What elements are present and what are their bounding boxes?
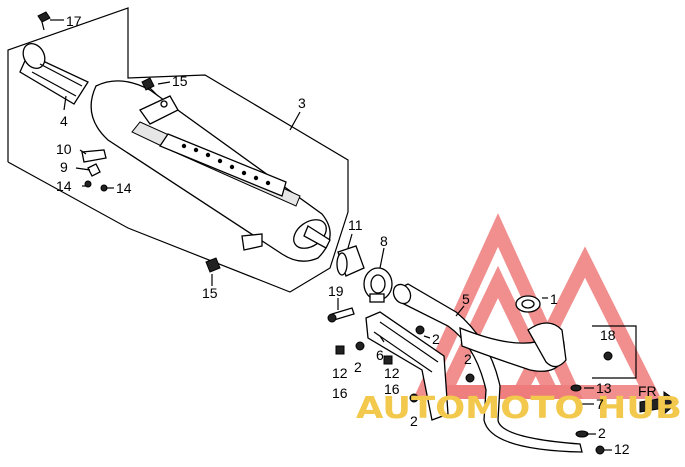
callout-12-b: 12 [384,365,400,381]
callout-2-d: 2 [410,413,418,429]
bolt-19 [327,307,355,323]
callout-4: 4 [60,113,68,129]
callout-16-b: 16 [384,381,400,397]
bolt-17 [37,11,51,31]
washer-2-b [355,341,365,351]
callout-2-b: 2 [354,359,362,375]
nut-2-a [415,325,425,335]
callout-13: 13 [596,380,612,396]
callout-17: 17 [66,13,82,29]
muffler-body [90,80,331,262]
exhaust-pipe-5 [392,283,583,453]
callout-19: 19 [328,283,344,299]
nut-12-a [335,345,345,355]
callout-5: 5 [462,291,470,307]
callout-3: 3 [298,95,306,111]
callout-2-a: 2 [432,331,440,347]
screw-14-left [84,180,92,188]
gasket-1 [515,295,541,313]
heat-shield-6 [365,311,449,421]
bolt-12-c [595,445,605,455]
nut-12-b [383,355,393,365]
callout-10: 10 [56,141,72,157]
bracket-10 [81,149,107,163]
callout-12-c: 12 [614,441,630,457]
inset-box-18 [592,325,637,379]
callout-6: 6 [376,347,384,363]
callout-14-left: 14 [56,178,72,194]
leader-lines [50,19,612,451]
front-arrow-label: FR [638,383,657,399]
callout-9: 9 [60,159,68,175]
callout-15-upper: 15 [172,73,188,89]
bolt-15-upper [141,77,159,97]
callout-8: 8 [380,233,388,249]
clip-9 [87,163,101,177]
callout-18: 18 [600,327,616,343]
watermark-text: AUTOMOTO HUB [356,391,682,426]
collar-11 [336,245,365,277]
callout-1: 1 [550,291,558,307]
front-arrow: FR [638,383,679,416]
callout-2-e: 2 [598,425,606,441]
callout-2-c: 2 [464,351,472,367]
callout-16-a: 16 [332,385,348,401]
nut-2-d [409,393,419,403]
washer-13 [570,384,582,392]
callout-7: 7 [596,396,604,412]
nut-2-c [465,373,475,383]
callout-12-a: 12 [332,365,348,381]
tailpipe-insert [19,43,89,105]
callout-labels: 17 15 3 4 10 9 14 14 11 8 15 19 5 1 2 2 … [56,13,630,457]
muffler-frame [7,7,349,293]
clamp-8 [363,267,393,303]
callout-14-right: 14 [116,180,132,196]
callout-11: 11 [348,217,363,233]
bolt-15-lower [205,257,221,273]
callout-15-lower: 15 [202,285,218,301]
